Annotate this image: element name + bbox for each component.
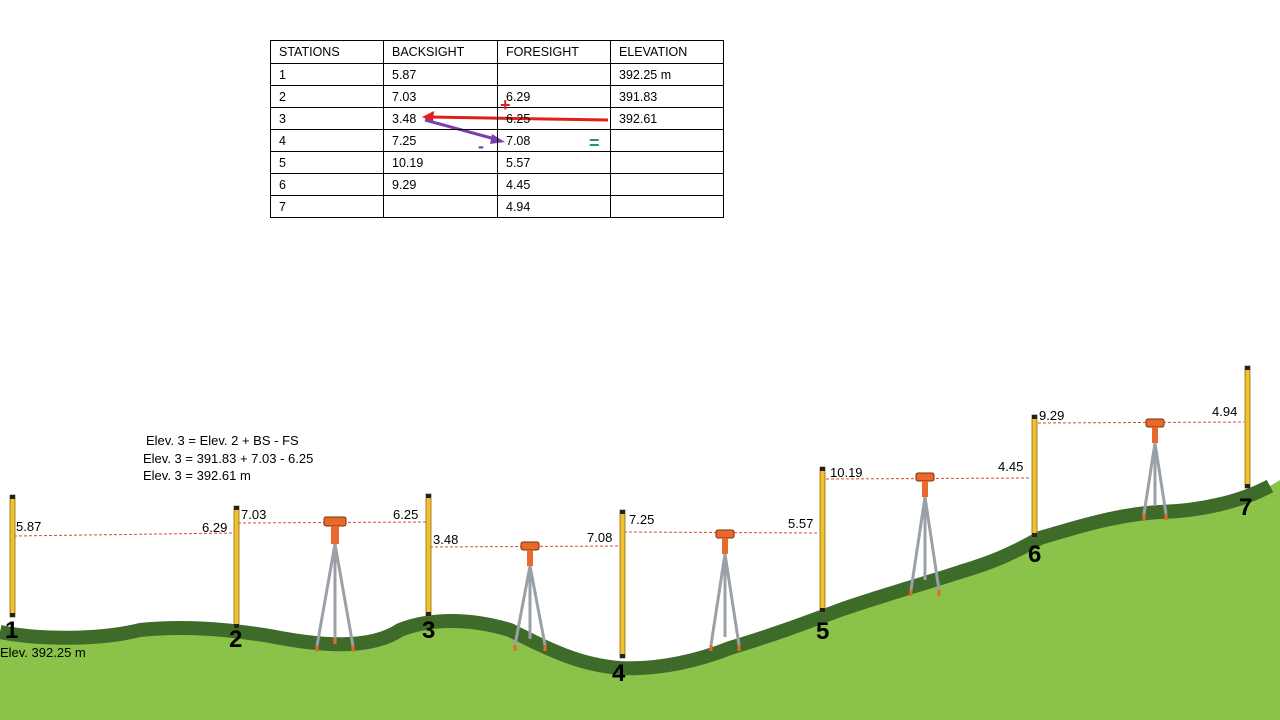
leveling-rods <box>9 365 1251 659</box>
cell-foresight: 6.29 <box>497 85 611 108</box>
ground-edge <box>0 479 1274 676</box>
cell-station: 1 <box>270 63 384 86</box>
reading-fs-2: 6.29 <box>202 520 228 535</box>
cell-backsight: 7.03 <box>383 85 498 108</box>
cell-elevation <box>610 129 724 152</box>
cell-elevation <box>610 173 724 196</box>
plus-operator: + <box>500 95 511 115</box>
header-stations: STATIONS <box>270 40 384 64</box>
sight-line-6-7 <box>1037 421 1245 424</box>
table-header-row: STATIONS BACKSIGHT FORESIGHT ELEVATION <box>270 40 724 64</box>
reading-fs-3: 6.25 <box>393 507 419 522</box>
table-row: 4 7.25 7.08 <box>270 129 724 152</box>
cell-station: 7 <box>270 195 384 218</box>
station-label-3: 3 <box>422 617 436 644</box>
cell-elevation: 392.61 <box>610 107 724 130</box>
reading-bs-2: 7.03 <box>241 507 267 522</box>
table-row: 1 5.87 392.25 m <box>270 63 724 86</box>
level-instrument-5 <box>1142 418 1168 520</box>
elevation-formula: Elev. 3 = Elev. 2 + BS - FS Elev. 3 = 39… <box>143 432 313 485</box>
cell-elevation: 392.25 m <box>610 63 724 86</box>
cell-foresight: 6.25 <box>497 107 611 130</box>
station-label-1: 1 <box>5 617 19 644</box>
cell-station: 6 <box>270 173 384 196</box>
table-row: 2 7.03 6.29 391.83 <box>270 85 724 108</box>
sight-line-2-3 <box>237 521 427 524</box>
station-label-2: 2 <box>229 626 243 653</box>
station-label-6: 6 <box>1028 541 1042 568</box>
rod-station-2 <box>233 505 240 629</box>
rod-station-5 <box>819 466 826 613</box>
cell-backsight: 7.25 <box>383 129 498 152</box>
cell-station: 2 <box>270 85 384 108</box>
start-elevation-label: Elev. 392.25 m <box>0 645 86 660</box>
reading-bs-4: 7.25 <box>629 512 655 527</box>
cell-foresight: 5.57 <box>497 151 611 174</box>
minus-operator: - <box>478 136 484 156</box>
cell-backsight: 3.48 <box>383 107 498 130</box>
cell-elevation <box>610 195 724 218</box>
reading-bs-1: 5.87 <box>16 519 42 534</box>
rod-station-3 <box>425 493 432 617</box>
header-elevation: ELEVATION <box>610 40 724 64</box>
formula-line-1: Elev. 3 = Elev. 2 + BS - FS <box>146 433 299 448</box>
reading-bs-3: 3.48 <box>433 532 459 547</box>
cell-backsight <box>383 195 498 218</box>
level-instrument-4 <box>909 472 941 596</box>
formula-line-2: Elev. 3 = 391.83 + 7.03 - 6.25 <box>143 450 314 466</box>
cell-station: 4 <box>270 129 384 152</box>
cell-station: 3 <box>270 107 384 130</box>
reading-fs-7: 4.94 <box>1212 404 1238 419</box>
formula-line-3: Elev. 3 = 392.61 m <box>143 468 251 483</box>
table-row: 3 3.48 6.25 392.61 <box>270 107 724 130</box>
reading-bs-5: 10.19 <box>830 465 863 480</box>
sight-line-1-2 <box>13 532 235 537</box>
cell-foresight <box>497 63 611 86</box>
reading-fs-4: 7.08 <box>587 530 613 545</box>
table-row: 7 4.94 <box>270 195 724 218</box>
level-instrument-2 <box>513 541 547 651</box>
cell-backsight: 5.87 <box>383 63 498 86</box>
station-label-5: 5 <box>816 618 830 645</box>
rod-station-1 <box>9 494 16 618</box>
table-row: 6 9.29 4.45 <box>270 173 724 196</box>
level-instrument-1 <box>315 516 355 652</box>
header-foresight: FORESIGHT <box>497 40 611 64</box>
reading-fs-6: 4.45 <box>998 459 1024 474</box>
leveling-table: STATIONS BACKSIGHT FORESIGHT ELEVATION 1… <box>270 40 724 218</box>
equals-operator: = <box>589 133 600 153</box>
station-label-4: 4 <box>612 660 626 687</box>
ground-fill <box>0 480 1280 720</box>
cell-station: 5 <box>270 151 384 174</box>
station-label-7: 7 <box>1239 494 1253 521</box>
cell-foresight: 4.45 <box>497 173 611 196</box>
header-backsight: BACKSIGHT <box>383 40 498 64</box>
cell-elevation <box>610 151 724 174</box>
cell-backsight: 9.29 <box>383 173 498 196</box>
reading-fs-5: 5.57 <box>788 516 814 531</box>
table-row: 5 10.19 5.57 <box>270 151 724 174</box>
level-instruments <box>315 418 1168 652</box>
cell-elevation: 391.83 <box>610 85 724 108</box>
level-instrument-3 <box>709 529 741 651</box>
rod-station-4 <box>619 509 626 659</box>
reading-bs-6: 9.29 <box>1039 408 1065 423</box>
rod-station-6 <box>1031 414 1038 538</box>
cell-foresight: 4.94 <box>497 195 611 218</box>
rod-station-7 <box>1244 365 1251 489</box>
